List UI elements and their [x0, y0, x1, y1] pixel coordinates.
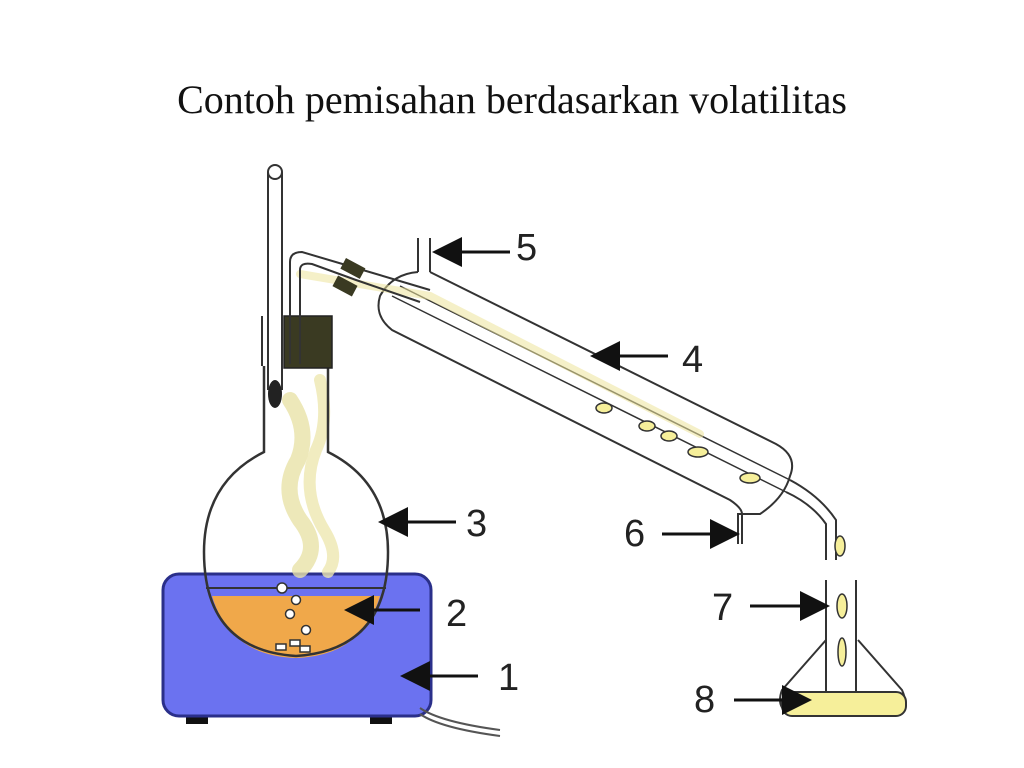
condenser: [377, 238, 794, 544]
label-5: 5: [432, 227, 537, 269]
svg-text:7: 7: [712, 587, 733, 629]
stopper: [283, 315, 333, 369]
label-6: 6: [624, 513, 740, 555]
label-1: 1: [400, 657, 519, 699]
svg-text:8: 8: [694, 679, 715, 721]
label-4: 4: [590, 339, 703, 381]
thermometer: [267, 164, 283, 408]
svg-text:1: 1: [498, 657, 519, 699]
svg-text:4: 4: [682, 339, 703, 381]
label-8: 8: [694, 679, 812, 721]
delivery-tube: [785, 479, 857, 700]
svg-text:2: 2: [446, 593, 467, 635]
svg-text:5: 5: [516, 227, 537, 269]
label-2: 2: [344, 593, 467, 635]
side-arm: [289, 250, 431, 364]
svg-text:6: 6: [624, 513, 645, 555]
label-7: 7: [712, 587, 830, 629]
page-title: Contoh pemisahan berdasarkan volatilitas: [177, 77, 847, 122]
label-3: 3: [378, 503, 487, 545]
svg-text:3: 3: [466, 503, 487, 545]
